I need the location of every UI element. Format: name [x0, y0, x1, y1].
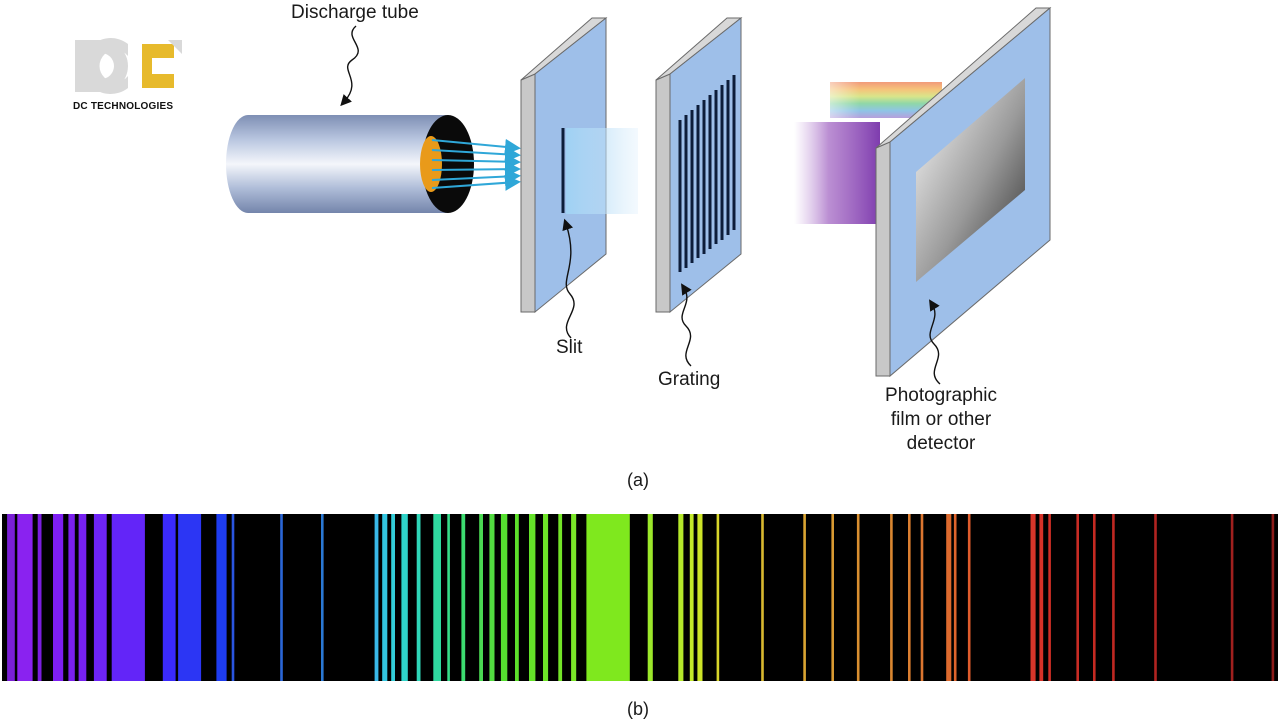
spectral-line: [382, 514, 388, 681]
spectral-line: [890, 514, 893, 681]
spectral-line: [831, 514, 834, 681]
spectral-line: [280, 514, 283, 681]
spectral-line: [53, 514, 64, 681]
spectral-line: [461, 514, 466, 681]
spectral-line: [78, 514, 87, 681]
spectral-line: [1076, 514, 1079, 681]
dc-technologies-logo: [75, 38, 182, 94]
spectral-line: [1230, 514, 1234, 681]
spectral-line: [17, 514, 33, 681]
spectral-line: [500, 514, 508, 681]
detector-label-line-1: Photographic: [885, 385, 997, 406]
slit-pointer: [562, 218, 575, 339]
detector-plate: [875, 6, 1052, 378]
spectral-line: [856, 514, 860, 681]
spectral-line: [231, 514, 235, 681]
caption-b: (b): [627, 699, 649, 719]
slit-label: Slit: [556, 337, 583, 358]
spectral-line: [416, 514, 421, 681]
spectral-line: [1030, 514, 1036, 681]
spectral-line: [93, 514, 107, 681]
spectral-line: [7, 514, 15, 681]
detector-label: Photographic film or other detector: [876, 384, 1006, 456]
detector-pointer: [929, 299, 941, 385]
discharge-tube: [226, 115, 474, 213]
violet-beam: [794, 122, 880, 224]
spectral-line: [908, 514, 911, 681]
emitted-light-rays: [431, 138, 521, 191]
spectral-line: [803, 514, 806, 681]
spectral-line: [321, 514, 324, 681]
spectrum-background: [2, 514, 1278, 681]
spectral-line: [489, 514, 495, 681]
grating-pointer: [681, 283, 692, 367]
spectral-line: [946, 514, 952, 681]
spectral-line: [178, 514, 202, 681]
grating-plate: [655, 16, 743, 314]
emission-line-spectrum: [2, 514, 1278, 681]
detector-label-line-3: detector: [906, 433, 976, 454]
spectral-line: [761, 514, 764, 681]
spectral-line: [1271, 514, 1275, 681]
logo-text: DC TECHNOLOGIES: [73, 101, 174, 112]
spectral-line: [529, 514, 536, 681]
spectral-line: [479, 514, 483, 681]
spectral-line: [447, 514, 450, 681]
spectral-line: [697, 514, 703, 681]
spectral-line: [433, 514, 441, 681]
discharge-tube-label: Discharge tube: [291, 2, 419, 23]
spectral-line: [967, 514, 971, 681]
spectral-line: [391, 514, 395, 681]
spectral-line: [401, 514, 408, 681]
spectral-line: [162, 514, 176, 681]
spectral-line: [647, 514, 653, 681]
spectroscope-apparatus-diagram: [226, 6, 1052, 385]
spectral-line: [1048, 514, 1051, 681]
discharge-tube-pointer: [340, 25, 359, 107]
spectral-line: [1112, 514, 1115, 681]
spectral-line: [953, 514, 957, 681]
spectral-line: [374, 514, 379, 681]
spectral-line: [1039, 514, 1044, 681]
spectral-line: [515, 514, 519, 681]
spectral-line: [37, 514, 42, 681]
spectral-line: [68, 514, 75, 681]
collimated-beam: [566, 128, 638, 214]
spectral-line: [689, 514, 694, 681]
spectral-line: [216, 514, 227, 681]
spectral-line: [571, 514, 577, 681]
spectral-line: [920, 514, 924, 681]
glowing-gas-icon: [420, 136, 442, 192]
spectral-line: [586, 514, 630, 681]
spectral-line: [678, 514, 684, 681]
spectral-line: [1154, 514, 1157, 681]
spectral-line: [558, 514, 563, 681]
spectral-line: [111, 514, 145, 681]
caption-a: (a): [627, 470, 649, 490]
grating-label: Grating: [658, 369, 721, 390]
spectral-line: [543, 514, 549, 681]
detector-label-line-2: film or other: [890, 409, 992, 430]
photographic-film: [916, 78, 1025, 282]
spectral-line: [716, 514, 720, 681]
spectral-line: [1093, 514, 1096, 681]
